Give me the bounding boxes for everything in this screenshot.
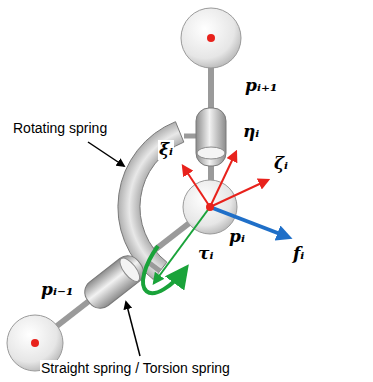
point-label: pᵢ₊₁ <box>244 76 278 96</box>
axis-label: ηᵢ <box>242 122 260 142</box>
moment-label: τᵢ <box>197 244 215 264</box>
part-label: Rotating spring <box>12 120 108 136</box>
point-label: pᵢ <box>228 227 246 247</box>
center-dot <box>207 34 215 42</box>
point-label: pᵢ₋₁ <box>40 280 74 300</box>
part-label: Straight spring / Torsion spring <box>40 360 231 376</box>
axis-label: ξᵢ <box>158 140 174 160</box>
mass-point <box>181 8 241 68</box>
axis-label: ζᵢ <box>273 154 289 174</box>
leader-line <box>126 302 140 356</box>
leader-line <box>88 142 124 166</box>
mass-point <box>183 180 237 234</box>
moment-arrow <box>143 246 186 293</box>
center-dot <box>206 203 214 211</box>
axis-arrow <box>210 180 268 207</box>
straight-spring <box>80 251 149 314</box>
straight-spring <box>196 108 226 166</box>
axis-arrow <box>210 152 236 207</box>
center-dot <box>31 339 39 347</box>
force-arrow <box>210 207 288 237</box>
force-label: fᵢ <box>292 244 305 264</box>
axis-arrow <box>183 166 210 207</box>
